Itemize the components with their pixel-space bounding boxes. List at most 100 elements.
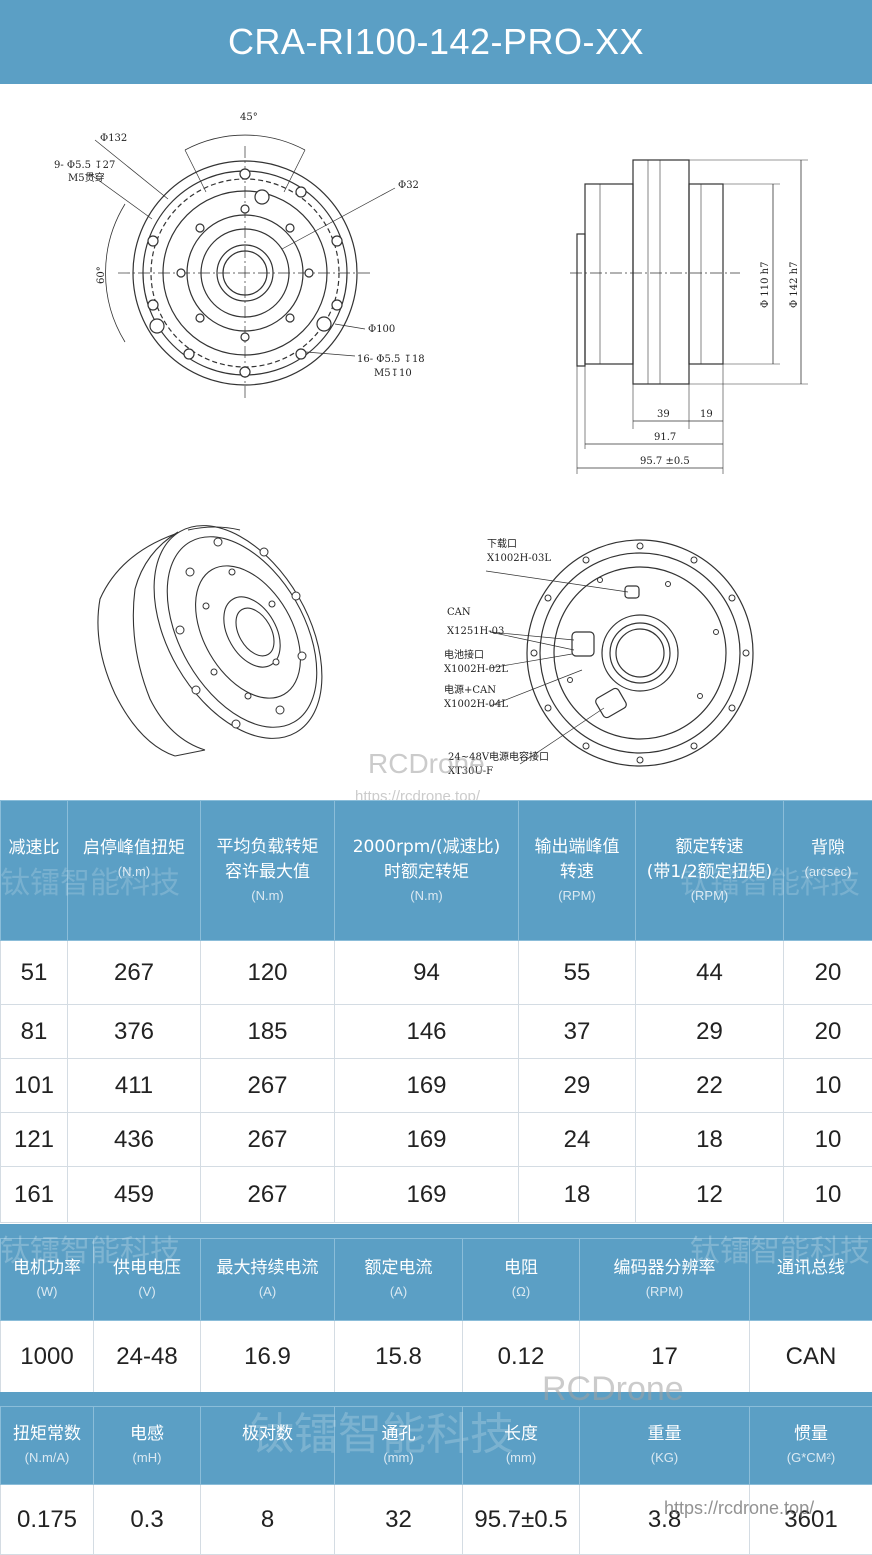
label-can-2: X1251H-03 xyxy=(447,626,504,637)
table-cell: 0.175 xyxy=(1,1485,94,1555)
table-header-row: 扭矩常数(N.m/A) 电感(mH) 极对数 通孔(mm) 长度(mm) 重量(… xyxy=(1,1407,872,1485)
page-title: CRA-RI100-142-PRO-XX xyxy=(0,0,872,84)
section-divider xyxy=(0,1392,872,1406)
table-cell: 161 xyxy=(1,1167,68,1223)
table-cell: 44 xyxy=(636,941,784,1005)
label-dim39: 39 xyxy=(657,409,670,420)
label-dim957: 95.7 ±0.5 xyxy=(640,456,690,467)
spec-table-reducer: 减速比 启停峰值扭矩(N.m) 平均负载转矩容许最大值(N.m) 2000rpm… xyxy=(0,800,872,1223)
label-d100: Φ100 xyxy=(368,324,395,335)
table-header-row: 电机功率(W) 供电电压(V) 最大持续电流(A) 额定电流(A) 电阻(Ω) … xyxy=(1,1239,872,1321)
label-holes-outer-2: M5贯穿 xyxy=(68,171,105,184)
label-cap-1: 24~48V电源电容接口 xyxy=(448,750,549,763)
table-cell: 267 xyxy=(201,1113,335,1167)
header-cell: 供电电压(V) xyxy=(94,1239,201,1321)
table-cell: 94 xyxy=(335,941,519,1005)
label-holes-inner-2: M5↧10 xyxy=(374,368,412,379)
rear-view-holes xyxy=(531,543,749,763)
label-angle-top: 45° xyxy=(240,112,258,123)
table-cell: 459 xyxy=(68,1167,201,1223)
table-cell: 376 xyxy=(68,1005,201,1059)
perspective-view-holes xyxy=(176,538,306,728)
label-can-1: CAN xyxy=(447,607,471,618)
label-battery-1: 电池接口 xyxy=(444,648,484,661)
header-cell: 通讯总线 xyxy=(750,1239,872,1321)
rear-view-labels: 下载口 X1002H-03L CAN X1251H-03 电池接口 X1002H… xyxy=(444,538,551,777)
table-cell: 267 xyxy=(201,1059,335,1113)
table-cell: 18 xyxy=(519,1167,636,1223)
table-cell: CAN xyxy=(750,1321,872,1393)
table-cell: 17 xyxy=(580,1321,750,1393)
label-d110: Φ 110 h7 xyxy=(760,262,771,308)
header-cell: 电阻(Ω) xyxy=(463,1239,580,1321)
table-cell: 10 xyxy=(784,1167,872,1223)
table-cell: 24-48 xyxy=(94,1321,201,1393)
label-cap-2: XT30U-F xyxy=(448,766,493,777)
header-cell: 扭矩常数(N.m/A) xyxy=(1,1407,94,1485)
table-cell: 3.8 xyxy=(580,1485,750,1555)
label-power-2: X1002H-04L xyxy=(444,699,508,710)
section-divider xyxy=(0,1224,872,1238)
table-cell: 29 xyxy=(519,1059,636,1113)
label-download-1: 下载口 xyxy=(487,538,517,550)
header-cell: 平均负载转矩容许最大值(N.m) xyxy=(201,801,335,941)
label-holes-inner-1: 16- Φ5.5 ↧18 xyxy=(357,354,425,365)
table-cell: 1000 xyxy=(1,1321,94,1393)
header-cell: 长度(mm) xyxy=(463,1407,580,1485)
table-cell: 55 xyxy=(519,941,636,1005)
table-cell: 22 xyxy=(636,1059,784,1113)
label-d142: Φ 142 h7 xyxy=(789,262,800,308)
table-cell: 20 xyxy=(784,1005,872,1059)
table-cell: 15.8 xyxy=(335,1321,463,1393)
table-cell: 411 xyxy=(68,1059,201,1113)
table-cell: 120 xyxy=(201,941,335,1005)
table-cell: 16.9 xyxy=(201,1321,335,1393)
table-cell: 3601 xyxy=(750,1485,872,1555)
label-dim917: 91.7 xyxy=(654,432,676,443)
table-cell: 29 xyxy=(636,1005,784,1059)
table-cell: 81 xyxy=(1,1005,68,1059)
table-cell: 95.7±0.5 xyxy=(463,1485,580,1555)
label-holes-outer-1: 9- Φ5.5 ↧27 xyxy=(54,160,115,171)
table-cell: 8 xyxy=(201,1485,335,1555)
table-cell: 51 xyxy=(1,941,68,1005)
header-cell: 极对数 xyxy=(201,1407,335,1485)
table-cell: 10 xyxy=(784,1113,872,1167)
header-cell: 电感(mH) xyxy=(94,1407,201,1485)
label-download-2: X1002H-03L xyxy=(487,553,551,564)
table-cell: 169 xyxy=(335,1059,519,1113)
label-d32: Φ32 xyxy=(398,180,419,191)
table-cell: 267 xyxy=(201,1167,335,1223)
table-cell: 436 xyxy=(68,1113,201,1167)
table-cell: 12 xyxy=(636,1167,784,1223)
table-header-row: 减速比 启停峰值扭矩(N.m) 平均负载转矩容许最大值(N.m) 2000rpm… xyxy=(1,801,872,941)
side-view xyxy=(570,160,808,474)
table-cell: 169 xyxy=(335,1167,519,1223)
table-cell: 267 xyxy=(68,941,201,1005)
spec-table-physical: 扭矩常数(N.m/A) 电感(mH) 极对数 通孔(mm) 长度(mm) 重量(… xyxy=(0,1406,872,1555)
header-cell: 电机功率(W) xyxy=(1,1239,94,1321)
header-cell: 启停峰值扭矩(N.m) xyxy=(68,801,201,941)
table-cell: 37 xyxy=(519,1005,636,1059)
header-cell: 惯量(G*CM²) xyxy=(750,1407,872,1485)
header-cell: 额定转速(带1/2额定扭矩)(RPM) xyxy=(636,801,784,941)
table-cell: 18 xyxy=(636,1113,784,1167)
header-cell: 重量(KG) xyxy=(580,1407,750,1485)
table-cell: 32 xyxy=(335,1485,463,1555)
label-angle-left: 60° xyxy=(96,266,107,284)
header-cell: 2000rpm/(减速比)时额定转矩(N.m) xyxy=(335,801,519,941)
header-cell: 最大持续电流(A) xyxy=(201,1239,335,1321)
table-cell: 169 xyxy=(335,1113,519,1167)
table-cell: 20 xyxy=(784,941,872,1005)
table-cell: 24 xyxy=(519,1113,636,1167)
header-cell: 减速比 xyxy=(1,801,68,941)
label-battery-2: X1002H-02L xyxy=(444,664,508,675)
table-cell: 146 xyxy=(335,1005,519,1059)
header-cell: 编码器分辨率(RPM) xyxy=(580,1239,750,1321)
